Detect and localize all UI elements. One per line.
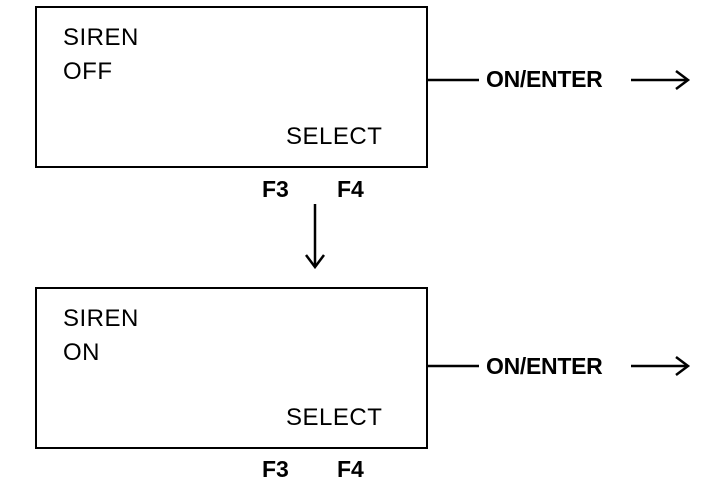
right-arrow-icon (675, 356, 691, 376)
screen-line-2: ON (63, 339, 100, 366)
screen-line-1: SIREN (63, 24, 139, 51)
display-screen-siren-off: SIREN OFF SELECT (35, 6, 428, 168)
right-arrow-icon (675, 70, 691, 90)
f3-key-label[interactable]: F3 (262, 176, 289, 202)
select-softkey-label: SELECT (286, 123, 383, 150)
select-softkey-label: SELECT (286, 404, 383, 431)
down-arrow-icon (305, 254, 325, 270)
f4-key-label[interactable]: F4 (337, 456, 364, 482)
screen-line-1: SIREN (63, 305, 139, 332)
display-screen-siren-on: SIREN ON SELECT (35, 287, 428, 449)
screen-line-2: OFF (63, 58, 113, 85)
on-enter-output-label: ON/ENTER (486, 66, 603, 92)
f4-key-label[interactable]: F4 (337, 176, 364, 202)
f3-key-label[interactable]: F3 (262, 456, 289, 482)
on-enter-output-label: ON/ENTER (486, 353, 603, 379)
